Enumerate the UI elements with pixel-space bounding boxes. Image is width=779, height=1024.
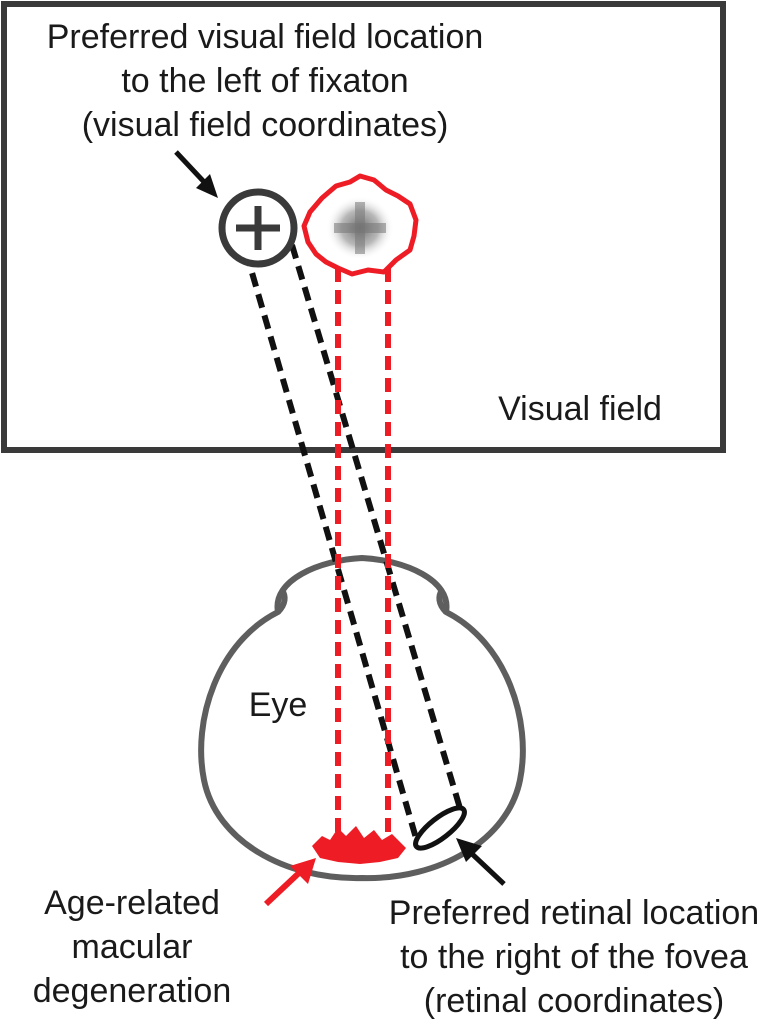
eye-cornea-notch-right — [436, 588, 449, 615]
visual-field-box — [1, 1, 726, 453]
retina-note-line3: (retinal coordinates) — [424, 982, 724, 1020]
eye-outline — [198, 555, 526, 882]
visual-field-note-line2: to the left of fixaton — [121, 62, 408, 100]
visual-field-note-line1: Preferred visual field location — [47, 18, 484, 56]
retina-note-line1: Preferred retinal location — [389, 894, 759, 932]
preferred-visual-field-location-marker — [218, 188, 298, 268]
arrow-to-preferred-retinal-location — [456, 838, 506, 886]
preferred-retinal-location-marker — [413, 805, 467, 851]
arrow-to-amd-lesion — [263, 858, 316, 907]
arrow-to-visual-field-location — [174, 150, 218, 198]
macular-degeneration-lesion — [312, 826, 406, 864]
black-dashed-ray-left — [243, 251, 421, 846]
visual-field-note-line3: (visual field coordinates) — [82, 106, 449, 144]
visual-field-label: Visual field — [498, 390, 662, 428]
retina-note-line2: to the right of the fovea — [400, 938, 748, 976]
scotoma-region — [301, 173, 419, 277]
amd-note-line1: Age-related — [44, 884, 220, 922]
amd-note-line3: degeneration — [33, 972, 232, 1010]
black-dashed-ray-right — [289, 244, 465, 816]
eye-label: Eye — [249, 686, 308, 724]
amd-note-line2: macular — [72, 928, 193, 966]
eye-cornea-notch-left — [275, 588, 288, 615]
